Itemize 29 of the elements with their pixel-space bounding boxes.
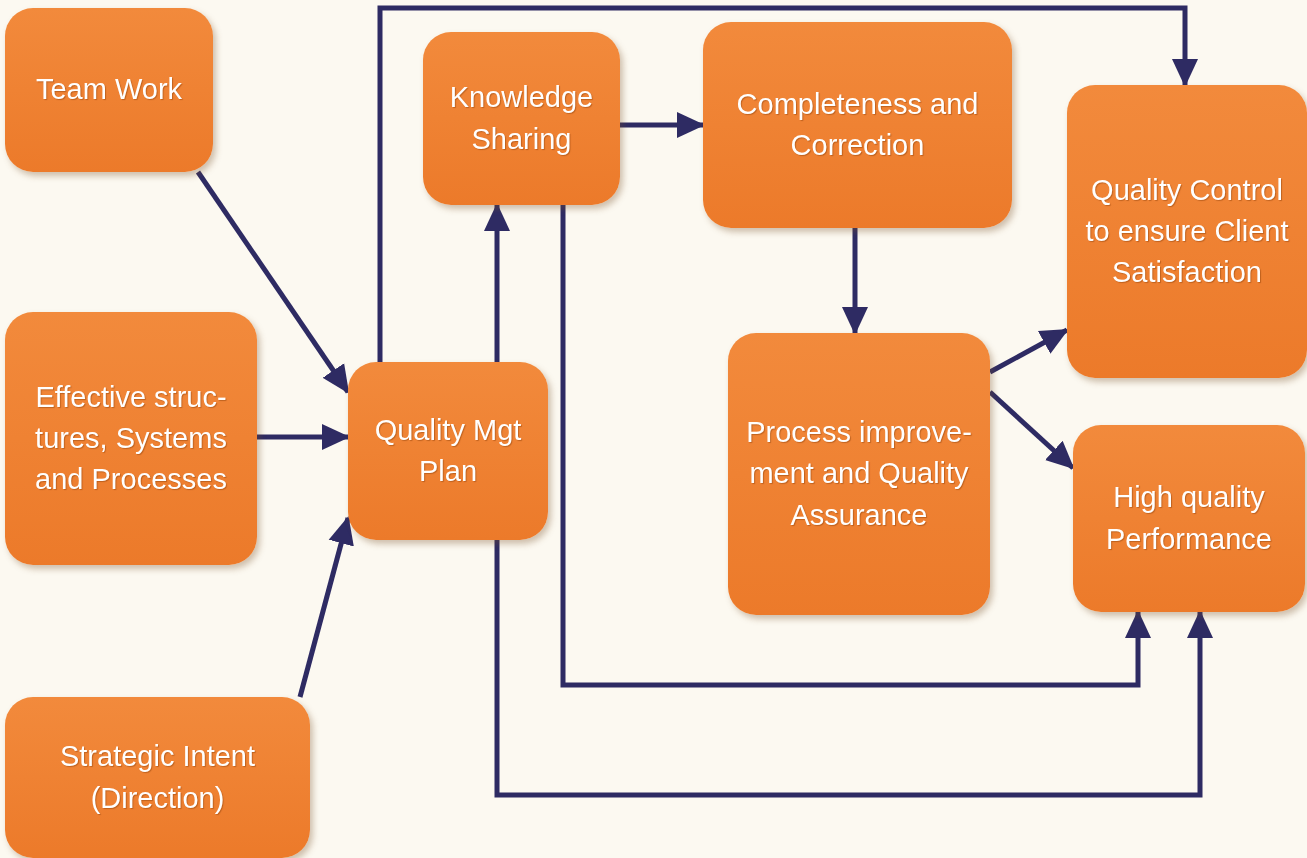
- process-box: [5, 8, 213, 172]
- arrow: [842, 228, 868, 335]
- process-box: [1067, 85, 1307, 378]
- arrow: [988, 327, 1069, 375]
- box-label: Team Work: [35, 72, 183, 108]
- box-label: Quality Control to ensure Client Satisfaction: [1084, 172, 1290, 291]
- process-box: [1073, 425, 1305, 612]
- process-box: [5, 312, 257, 565]
- arrow: [988, 390, 1075, 470]
- box-label: Effective struc- tures, Systems and Processes: [34, 379, 228, 498]
- arrow: [257, 424, 350, 450]
- process-box: [348, 362, 548, 540]
- arrow: [494, 540, 1213, 798]
- box-label: Knowledge Sharing: [448, 80, 595, 157]
- box-label: Completeness and Correction: [735, 86, 980, 163]
- box-label: Strategic Intent (Direction): [58, 739, 257, 816]
- arrow: [560, 205, 1151, 688]
- arrow: [195, 170, 351, 394]
- process-box: [423, 32, 620, 205]
- process-box: [728, 333, 990, 615]
- box-label: High quality Performance: [1105, 480, 1273, 557]
- arrow: [484, 203, 510, 362]
- arrow: [377, 5, 1198, 362]
- box-label: Quality Mgt Plan: [373, 412, 523, 489]
- process-box: [703, 22, 1012, 228]
- arrow: [620, 112, 705, 138]
- process-box: [5, 697, 310, 858]
- box-label: Process improve- ment and Quality Assurance: [745, 415, 973, 533]
- arrow: [297, 516, 354, 698]
